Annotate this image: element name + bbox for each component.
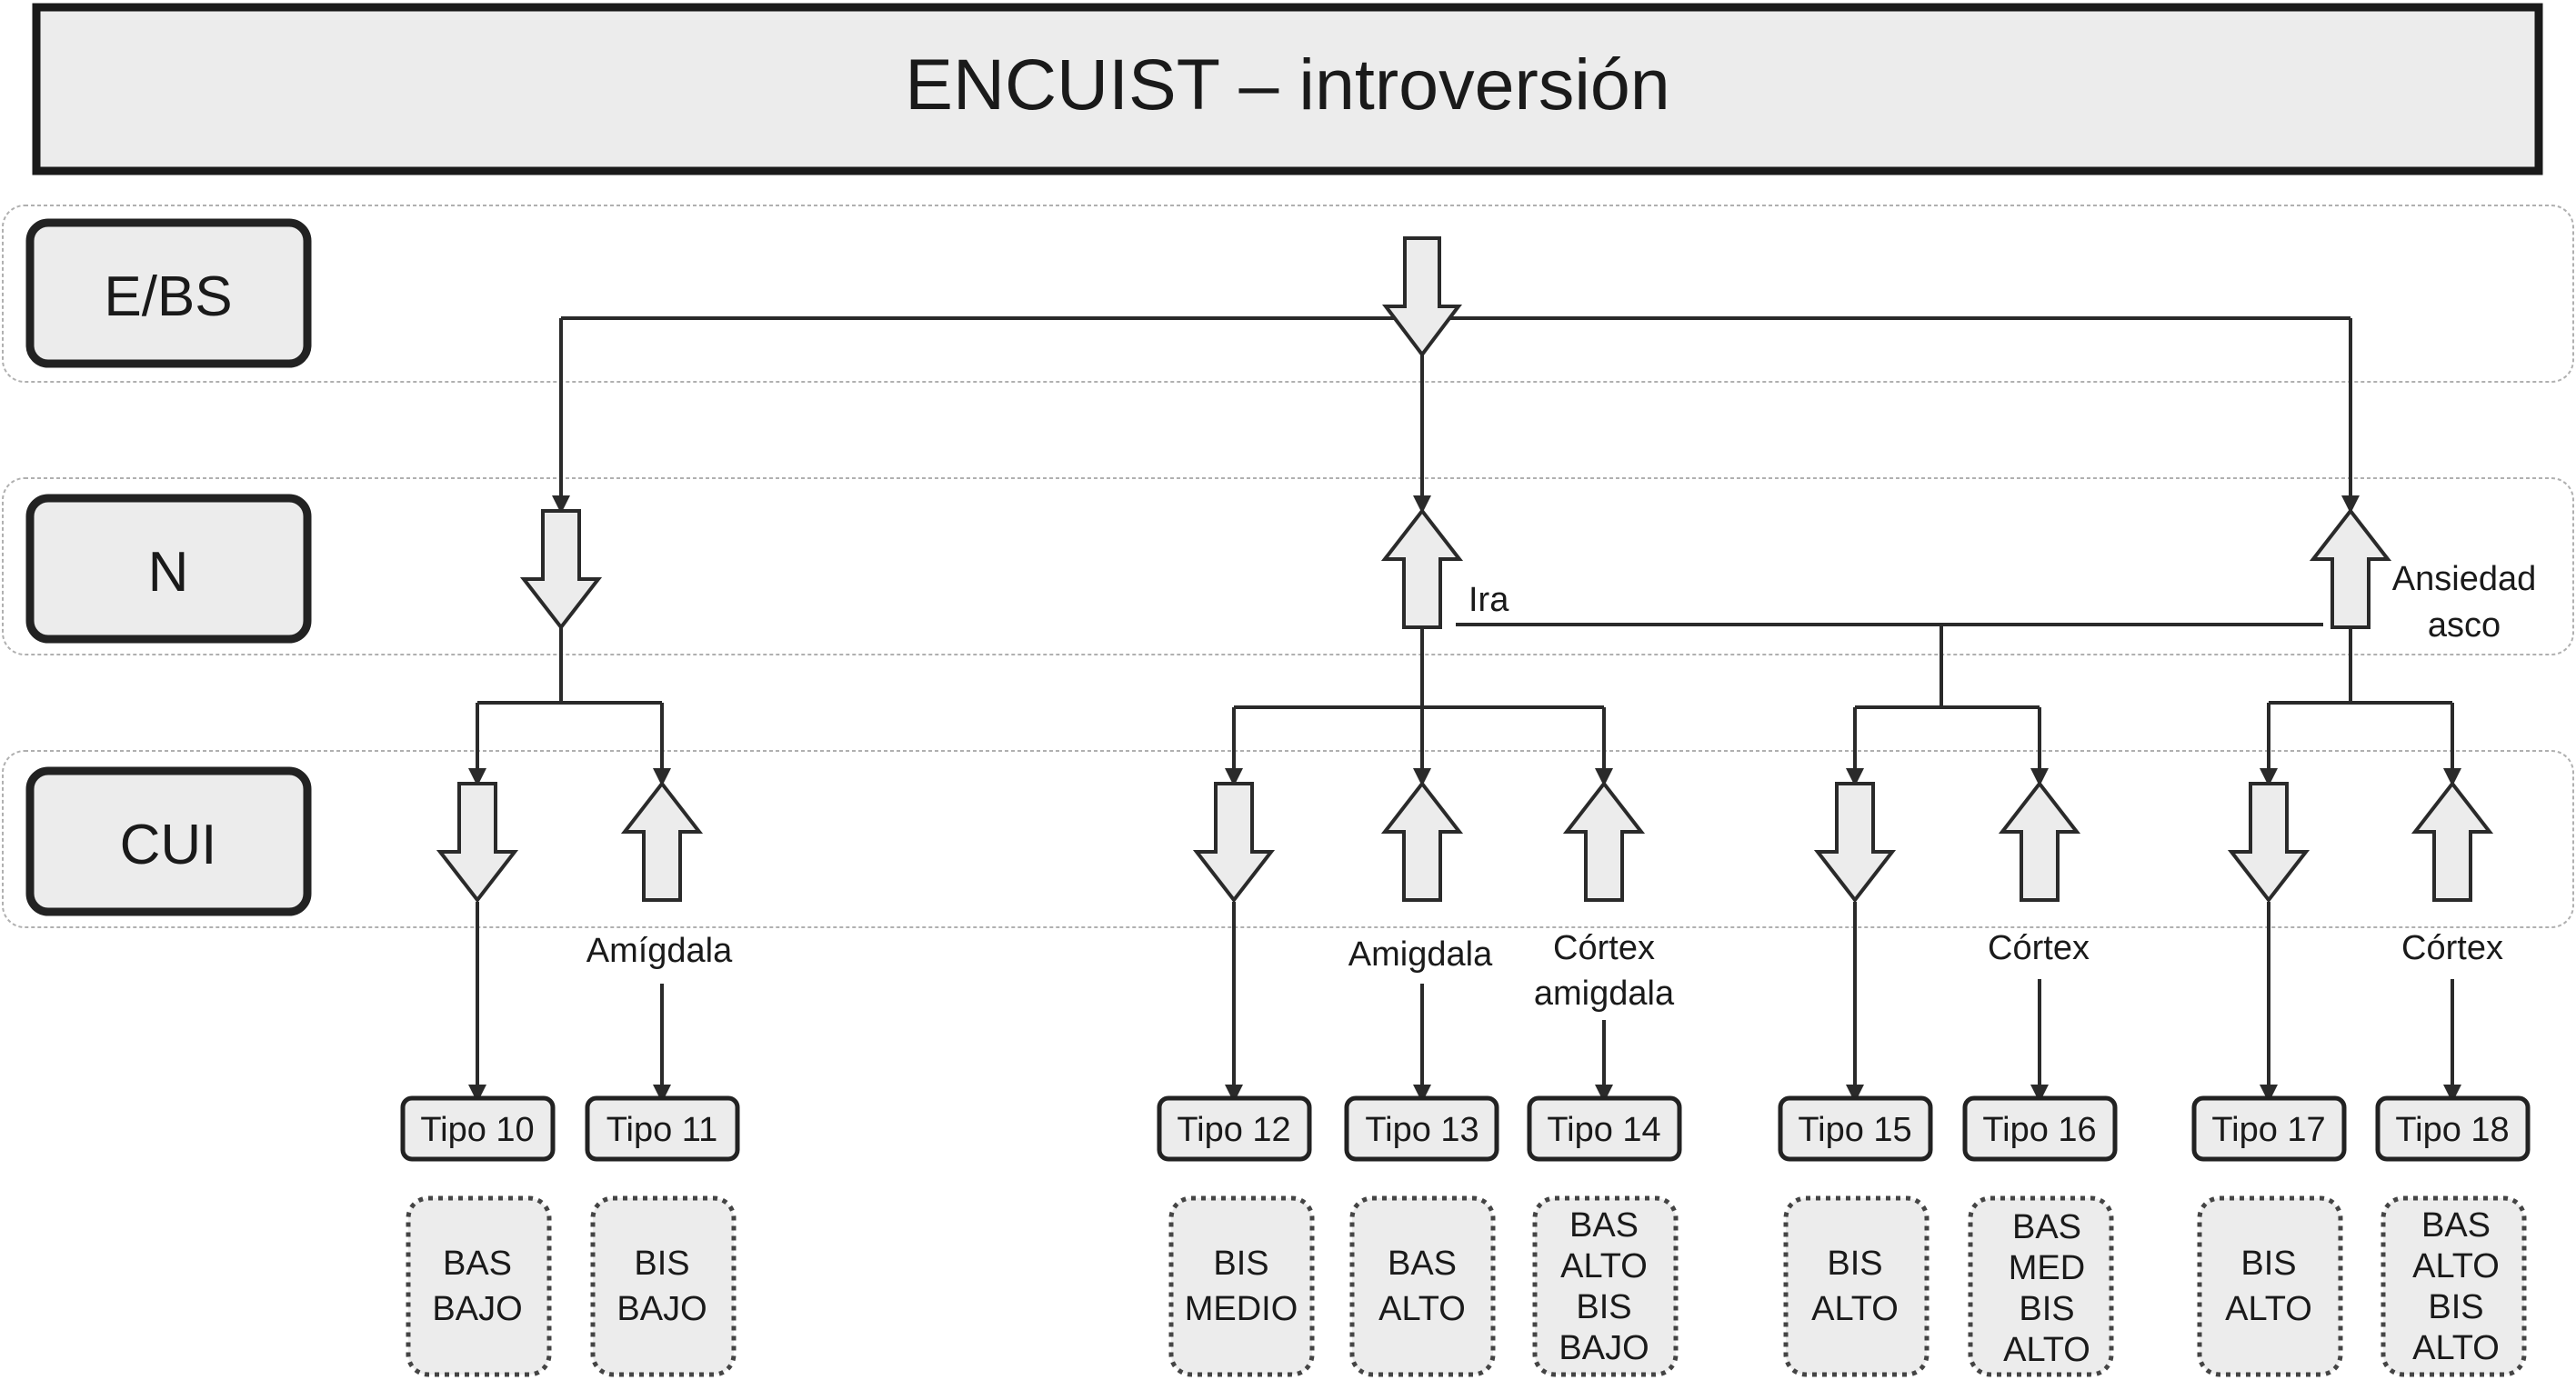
- system-line: BAS: [1569, 1206, 1639, 1245]
- arrow-cui-down: [1813, 782, 1897, 904]
- system-line: ALTO: [2412, 1247, 2500, 1285]
- system-box: [1168, 1195, 1315, 1377]
- label-ansiedad-line1: Ansiedad: [2392, 560, 2536, 598]
- system-box: [1532, 1195, 1679, 1377]
- system-line: MEDIO: [1185, 1290, 1298, 1328]
- arrow-n-up: [1380, 507, 1464, 629]
- system-box: [1968, 1195, 2114, 1377]
- connectors: [476, 316, 2454, 1085]
- type-box: [2191, 1095, 2347, 1162]
- band-n: [2, 477, 2574, 655]
- label-ira: Ira: [1468, 581, 1509, 619]
- title-bar: [32, 3, 2543, 175]
- row-label-cui: CUI: [120, 814, 217, 876]
- system-line: BIS: [1827, 1245, 1882, 1283]
- row-label-n: N: [148, 541, 189, 604]
- label-cortex-1: Córtex: [1988, 929, 2090, 967]
- type-box: [1527, 1095, 1682, 1162]
- arrow-cui-up: [2411, 780, 2494, 902]
- type-box: [585, 1095, 740, 1162]
- type-label: Tipo 12: [1177, 1111, 1290, 1149]
- type-box: [1962, 1095, 2118, 1162]
- label-amigdala-1: Amígdala: [586, 932, 733, 970]
- row-label-box-ebs: [25, 218, 312, 368]
- type-label: Tipo 15: [1798, 1111, 1911, 1149]
- type-box: [2375, 1095, 2531, 1162]
- type-label: Tipo 11: [606, 1111, 718, 1149]
- row-label-ebs: E/BS: [104, 265, 232, 328]
- arrow-n-down: [519, 509, 603, 631]
- type-boxes: Tipo 10 Tipo 11 Tipo 12 Tipo 13 Tipo 14 …: [400, 1095, 2531, 1162]
- label-cortex-amigdala-line2: amigdala: [1534, 975, 1675, 1013]
- band-cui: [2, 750, 2574, 928]
- arrow-cui-up: [620, 780, 704, 902]
- type-label: Tipo 16: [1982, 1111, 2096, 1149]
- system-line: BAS: [2421, 1206, 2491, 1245]
- arrow-cui-up: [1562, 780, 1646, 902]
- system-line: BAS: [1388, 1245, 1457, 1283]
- arrow-ebs: [1381, 236, 1463, 358]
- type-label: Tipo 13: [1365, 1111, 1478, 1149]
- system-line: ALTO: [2225, 1290, 2312, 1328]
- type-label: Tipo 18: [2395, 1111, 2509, 1149]
- system-box: [2381, 1195, 2527, 1377]
- arrows-n: [519, 507, 2392, 631]
- system-line: BAJO: [616, 1290, 707, 1328]
- diagram-title: ENCUIST – introversión: [905, 44, 1670, 125]
- arrow-n-up: [2309, 507, 2392, 629]
- row-label-box-cui: [25, 766, 312, 916]
- type-label: Tipo 17: [2211, 1111, 2325, 1149]
- system-line: BIS: [1213, 1245, 1268, 1283]
- system-line: ALTO: [1811, 1290, 1899, 1328]
- system-box: [1349, 1195, 1496, 1377]
- system-line: BAJO: [432, 1290, 522, 1328]
- label-cortex-amigdala-line1: Córtex: [1553, 929, 1655, 967]
- arrow-cui-up: [1998, 780, 2081, 902]
- system-line: ALTO: [2003, 1331, 2090, 1369]
- system-line: ALTO: [2412, 1329, 2500, 1367]
- arrow-cui-down: [1192, 782, 1276, 904]
- type-label: Tipo 14: [1547, 1111, 1660, 1149]
- label-cortex-2: Córtex: [2401, 929, 2503, 967]
- type-box: [400, 1095, 556, 1162]
- system-line: BIS: [634, 1245, 689, 1283]
- system-line: BAS: [2012, 1208, 2081, 1246]
- system-line: BIS: [2428, 1288, 2483, 1326]
- label-amigdala-2: Amigdala: [1348, 935, 1493, 974]
- row-label-box-n: [25, 494, 312, 644]
- system-line: BIS: [2240, 1245, 2296, 1283]
- system-line: ALTO: [1378, 1290, 1466, 1328]
- system-box: [2197, 1195, 2343, 1377]
- system-boxes: BAS BAJO BIS BAJO BIS MEDIO BAS ALTO BAS…: [406, 1195, 2527, 1377]
- system-box: [590, 1195, 737, 1377]
- arrow-cui-down: [436, 782, 519, 904]
- type-box: [1778, 1095, 1933, 1162]
- type-label: Tipo 10: [420, 1111, 534, 1149]
- system-line: MED: [2009, 1249, 2085, 1287]
- system-line: BIS: [1576, 1288, 1631, 1326]
- band-ebs: [2, 205, 2574, 383]
- arrow-cui-down: [2227, 782, 2310, 904]
- system-line: BAS: [443, 1245, 512, 1283]
- system-line: ALTO: [1560, 1247, 1648, 1285]
- arrows-cui: [436, 780, 2494, 904]
- arrowheads: [468, 495, 2461, 1103]
- system-box: [406, 1195, 552, 1377]
- system-line: BIS: [2019, 1290, 2074, 1328]
- system-box: [1783, 1195, 1929, 1377]
- label-ansiedad-line2: asco: [2428, 606, 2501, 645]
- system-line: BAJO: [1559, 1329, 1649, 1367]
- type-box: [1157, 1095, 1312, 1162]
- arrow-cui-up: [1380, 780, 1464, 902]
- type-box: [1344, 1095, 1499, 1162]
